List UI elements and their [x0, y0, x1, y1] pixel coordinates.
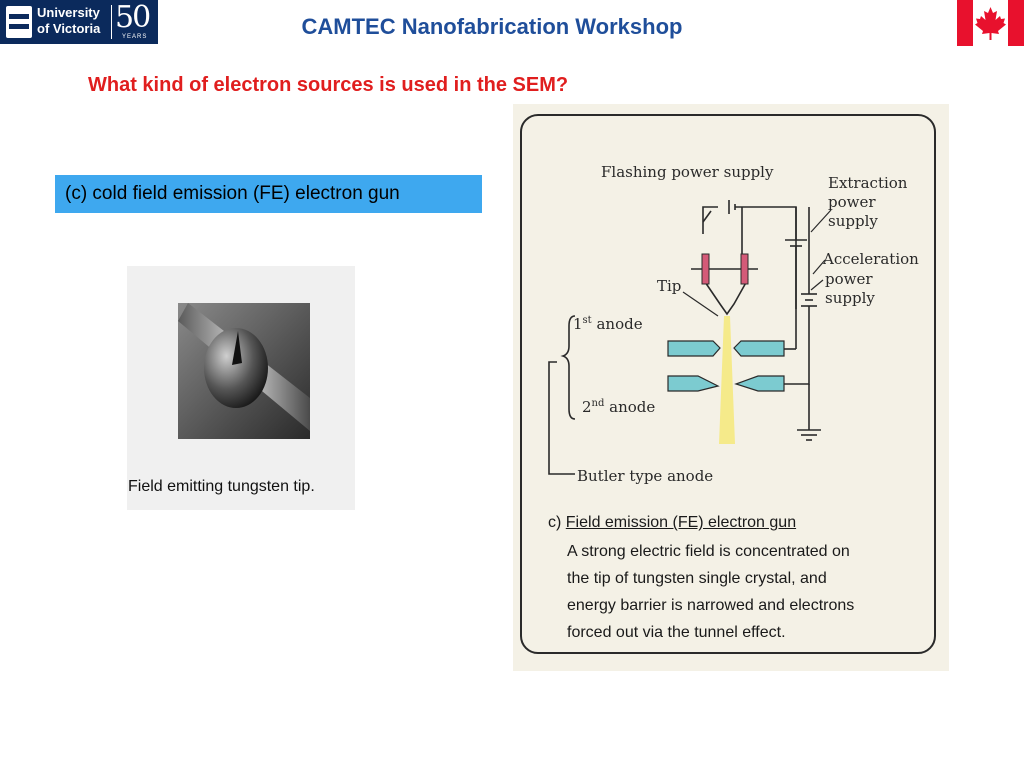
description-heading: Field emission (FE) electron gun: [565, 514, 797, 531]
description-body: A strong electric field is concentrated …: [567, 538, 927, 646]
second-anode-label: 2nd anode: [582, 398, 655, 416]
anniversary-mark: 50: [115, 0, 151, 35]
first-anode-label: 1st anode: [573, 315, 643, 333]
electron-gun-caption: (c) cold field emission (FE) electron gu…: [55, 175, 482, 213]
extraction-supply-label-1: Extraction: [828, 174, 908, 192]
page-title: CAMTEC Nanofabrication Workshop: [301, 14, 683, 39]
logo-divider: [111, 5, 112, 39]
tungsten-tip-micrograph: [178, 303, 310, 439]
description-line: energy barrier is narrowed and electrons: [567, 597, 855, 614]
acceleration-supply-label-3: supply: [825, 289, 875, 307]
question-heading: What kind of electron sources is used in…: [88, 74, 569, 96]
first-anode-right: [733, 340, 785, 357]
university-logo: University of Victoria 50 YEARS: [0, 0, 158, 44]
acceleration-supply-label-2: power: [825, 270, 873, 288]
tip-holder-right: [740, 253, 749, 285]
acceleration-supply-label-1: Acceleration: [822, 250, 919, 268]
flashing-supply-label: Flashing power supply: [601, 163, 774, 181]
tip-label: Tip: [657, 277, 681, 295]
diagram-frame: [520, 114, 936, 654]
description-line: forced out via the tunnel effect.: [567, 624, 786, 641]
extraction-supply-label-3: supply: [828, 212, 878, 230]
extraction-supply-label-2: power: [828, 193, 876, 211]
anniversary-sub: YEARS: [122, 34, 148, 40]
butler-anode-label: Butler type anode: [577, 467, 713, 485]
field-emission-gun-diagram: Flashing power supply Extraction power s…: [548, 163, 919, 485]
crest-icon: [6, 6, 32, 38]
description-line: A strong electric field is concentrated …: [567, 543, 850, 560]
second-anode-left: [667, 375, 720, 392]
tip-holder-left: [701, 253, 710, 285]
description-line: the tip of tungsten single crystal, and: [567, 570, 827, 587]
canada-flag-icon: [957, 0, 1024, 46]
photo-caption: Field emitting tungsten tip.: [128, 478, 315, 495]
second-anode-right: [734, 375, 785, 392]
circuit-wiring: [548, 200, 821, 475]
electron-beam: [719, 316, 735, 444]
university-name: University of Victoria: [37, 5, 101, 36]
description-prefix: c): [548, 514, 566, 531]
description-title: c) Field emission (FE) electron gun: [548, 512, 796, 534]
pointer-arrows: [682, 209, 832, 317]
first-anode-left: [667, 340, 721, 357]
